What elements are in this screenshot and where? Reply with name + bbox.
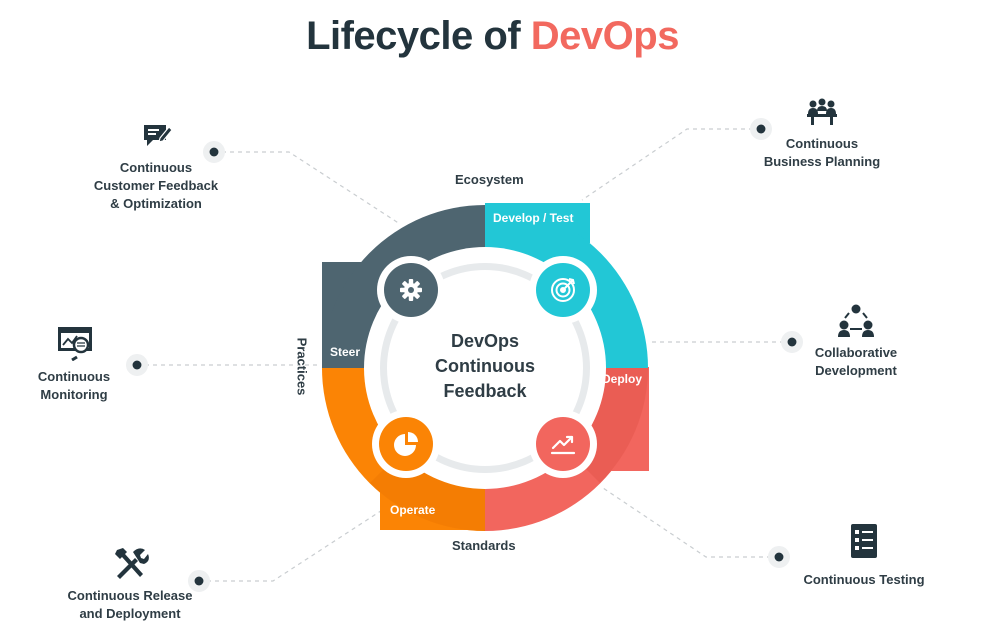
connector-release xyxy=(199,504,391,582)
segment-label-deploy: Deploy xyxy=(602,372,643,386)
segment-label-steer: Steer xyxy=(330,345,361,359)
checklist-icon xyxy=(851,524,877,558)
stage-label-monitoring: Continuous Monitoring xyxy=(37,369,111,402)
center-title: DevOps Continuous Feedback xyxy=(408,329,562,404)
center-line-1: DevOps xyxy=(450,331,520,351)
stage-label-testing: Continuous Testing xyxy=(803,572,925,587)
center-line-2: Continuous xyxy=(435,356,535,376)
gear-icon xyxy=(400,279,422,301)
target-icon xyxy=(551,278,575,302)
segment-label-operate: Operate xyxy=(390,503,436,517)
title-accent: DevOps xyxy=(530,14,680,58)
dot-collab xyxy=(787,337,797,347)
segment-label-develop-test: Develop / Test xyxy=(493,211,574,225)
connector-feedback xyxy=(214,151,401,225)
ring-label-ecosystem: Ecosystem xyxy=(455,172,524,187)
monitor-search-icon xyxy=(58,327,92,361)
dot-release xyxy=(194,576,204,586)
stage-label-collab: Collaborative Development xyxy=(814,345,898,378)
title-main: Lifecycle of xyxy=(306,14,521,58)
ring-label-practices: Practices xyxy=(294,337,310,396)
tools-icon xyxy=(115,548,149,579)
pie-chart-icon xyxy=(394,432,418,456)
ring-label-standards: Standards xyxy=(452,538,516,553)
node-operate xyxy=(372,410,440,478)
page-title: Lifecycle of DevOps xyxy=(0,14,985,59)
trend-up-icon xyxy=(550,435,576,455)
team-icon xyxy=(838,304,874,337)
dot-planning xyxy=(756,124,766,134)
connector-planning xyxy=(581,128,761,201)
stage-label-release: Continuous Release and Deployment xyxy=(67,588,193,621)
dot-feedback xyxy=(209,147,219,157)
connector-testing xyxy=(602,487,779,558)
center-line-3: Feedback xyxy=(443,381,527,401)
dot-monitoring xyxy=(132,360,142,370)
chat-edit-icon xyxy=(144,125,173,146)
stage-label-planning: Continuous Business Planning xyxy=(763,136,881,169)
stage-label-feedback: Continuous Customer Feedback & Optimizat… xyxy=(93,160,219,211)
center-disc xyxy=(387,270,583,466)
dot-testing xyxy=(774,552,784,562)
meeting-icon xyxy=(807,98,837,125)
